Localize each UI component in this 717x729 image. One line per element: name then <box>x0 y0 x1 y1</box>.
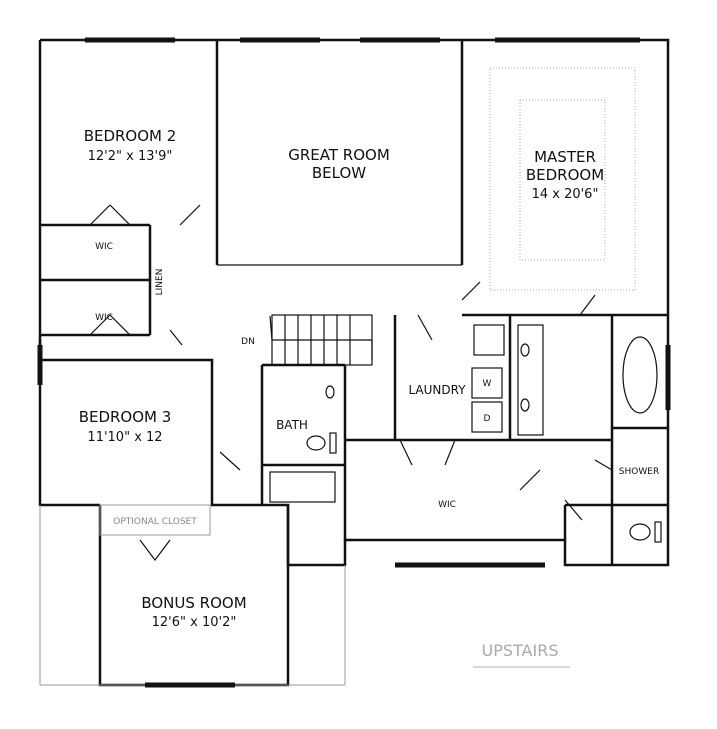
bath-label: BATH <box>276 418 308 432</box>
bedroom2-dims: 12'2" x 13'9" <box>88 149 173 164</box>
great-room-label: GREAT ROOM <box>288 146 390 164</box>
bedroom3-dims: 11'10" x 12 <box>87 430 162 445</box>
master-label: MASTER <box>534 148 596 166</box>
master-tub <box>622 336 658 414</box>
linen-label: LINEN <box>155 269 165 296</box>
staircase <box>269 314 373 366</box>
washer <box>471 367 503 399</box>
toilet <box>306 435 326 451</box>
stairs-down-label: DN <box>241 337 255 347</box>
laundry-label: LAUNDRY <box>408 383 466 397</box>
sink <box>325 385 335 399</box>
master-toilet <box>629 523 651 541</box>
dryer-label: D <box>484 414 491 424</box>
plan-title: UPSTAIRS <box>482 641 559 660</box>
great-room-sub: BELOW <box>312 164 366 182</box>
wic2-label: WIC <box>95 313 113 323</box>
bedroom2-label: BEDROOM 2 <box>84 127 177 145</box>
optional-closet-label: OPTIONAL CLOSET <box>113 517 197 527</box>
bedroom3-label: BEDROOM 3 <box>79 408 172 426</box>
washer-label: W <box>483 379 492 389</box>
master-dims: 14 x 20'6" <box>532 187 599 202</box>
shower-label: SHOWER <box>619 467 659 477</box>
fixtures <box>269 324 662 543</box>
bed-outline <box>519 99 606 261</box>
wic1-label: WIC <box>95 242 113 252</box>
master-wic-label: WIC <box>438 500 456 510</box>
doors <box>89 204 613 561</box>
windows <box>37 37 671 688</box>
laundry-sink <box>473 324 505 356</box>
master-label-2: BEDROOM <box>526 166 604 184</box>
dryer <box>471 401 503 433</box>
optional-closet-outline <box>99 504 211 536</box>
bonus-room-label: BONUS ROOM <box>141 594 246 612</box>
bathtub <box>269 471 336 503</box>
interior-walls <box>40 40 668 565</box>
tray-ceiling-outline <box>489 67 636 291</box>
bonus-room-dims: 12'6" x 10'2" <box>152 615 237 630</box>
